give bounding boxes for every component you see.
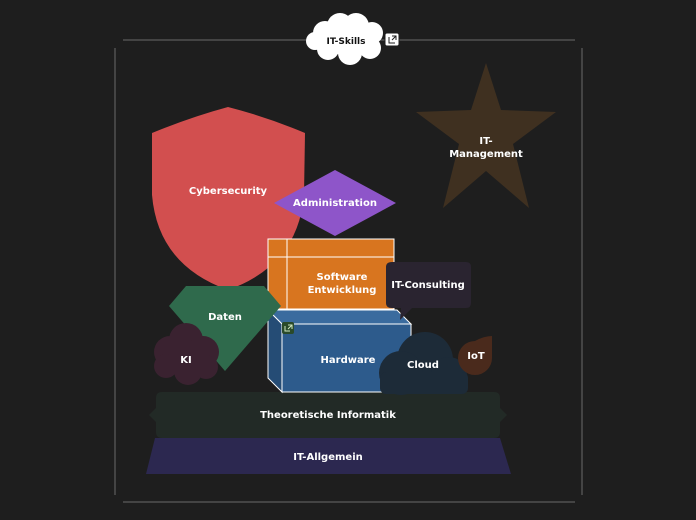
iot-shape[interactable] xyxy=(458,336,492,375)
administration-shape[interactable] xyxy=(274,170,396,236)
it-management-shape[interactable] xyxy=(416,63,556,208)
external-link-icon[interactable] xyxy=(282,322,294,334)
it-consulting-shape[interactable] xyxy=(386,262,471,320)
daten-shape[interactable] xyxy=(169,286,281,371)
ki-shape[interactable] xyxy=(154,323,219,385)
title-cloud[interactable] xyxy=(306,13,383,65)
external-link-icon[interactable] xyxy=(384,32,400,47)
software-entwicklung-shape[interactable] xyxy=(267,238,395,310)
cybersecurity-shape[interactable] xyxy=(152,107,305,290)
theoretische-informatik-shape[interactable] xyxy=(149,392,507,438)
it-allgemein-shape[interactable] xyxy=(146,438,511,474)
cloud-shape[interactable] xyxy=(379,332,468,395)
hardware-shape[interactable] xyxy=(266,308,413,394)
